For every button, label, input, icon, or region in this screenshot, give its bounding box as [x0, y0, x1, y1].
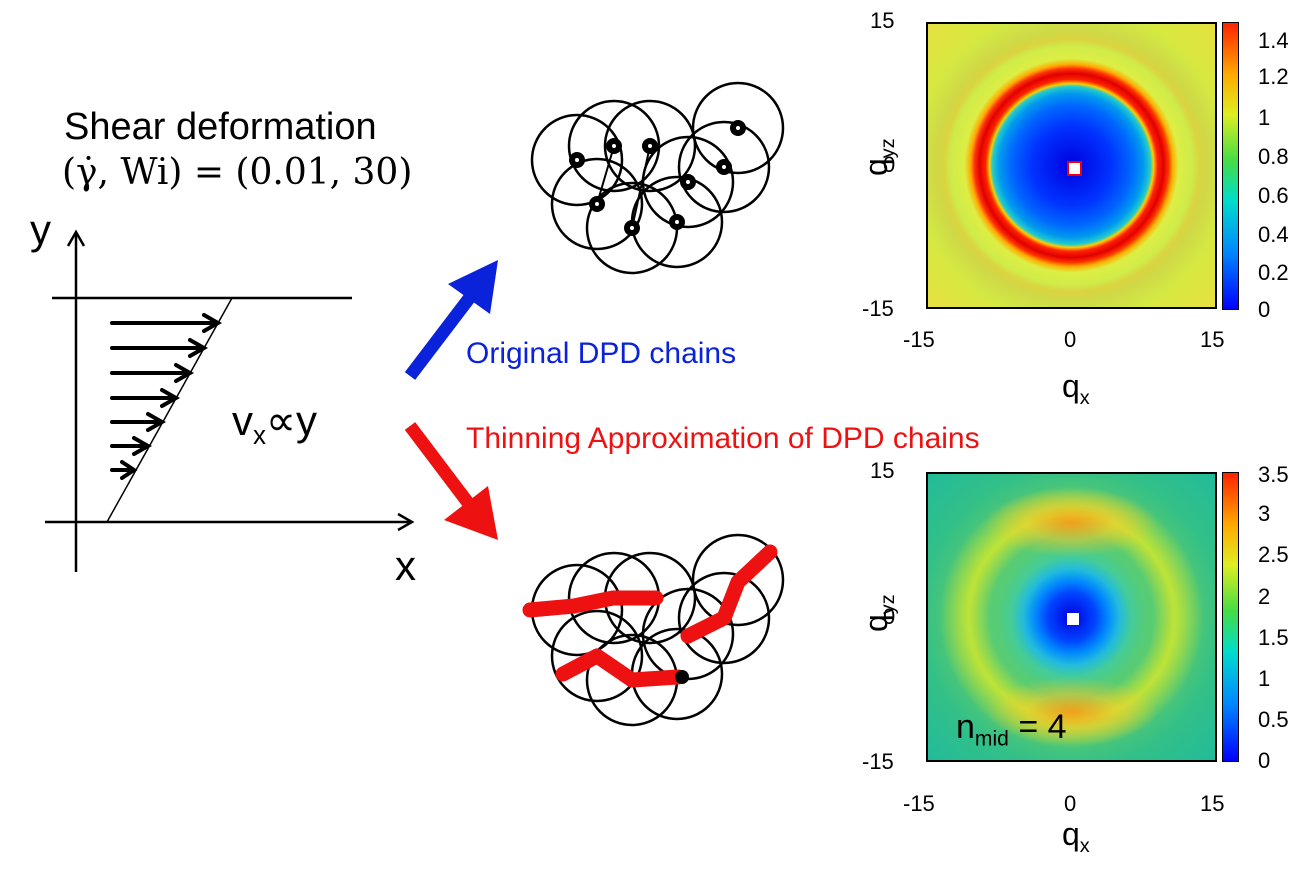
- bottom-y-tick: 15: [870, 458, 895, 483]
- bottom-colorbar-tick: 3.5: [1258, 462, 1289, 487]
- bottom-colorbar-tick: 2: [1258, 584, 1271, 609]
- bottom-colorbar-tick: 0.5: [1258, 707, 1289, 732]
- top-heatmap-center-marker: [1067, 161, 1082, 176]
- bottom-x-tick: 15: [1200, 791, 1225, 816]
- bottom-colorbar: [1222, 472, 1239, 762]
- bottom-x-axis-sub: x: [1079, 834, 1090, 857]
- bottom-colorbar-tick: 2.5: [1258, 542, 1289, 567]
- bottom-x-axis-main: q: [1062, 816, 1080, 852]
- velocity-symbol: v: [232, 397, 253, 444]
- top-x-axis-main: q: [1062, 368, 1080, 404]
- bottom-heatmap-center-marker: [1067, 613, 1079, 625]
- nmid-main: n: [956, 708, 975, 746]
- bottom-x-tick: -15: [903, 791, 935, 816]
- bottom-structure-factor-heatmap: [926, 472, 1217, 762]
- velocity-profile-line: [106, 297, 233, 523]
- original-chain-beads: [530, 81, 785, 275]
- nmid-annotation: nmid = 4: [956, 708, 1067, 751]
- nmid-value: = 4: [1008, 708, 1067, 746]
- bottom-colorbar-tick: 0: [1258, 748, 1271, 773]
- top-colorbar-tick: 0.8: [1258, 144, 1289, 169]
- nmid-sub: mid: [974, 727, 1009, 751]
- top-x-tick: 15: [1200, 327, 1225, 352]
- top-colorbar-tick: 1.4: [1258, 28, 1289, 53]
- top-colorbar-tick: 0.4: [1258, 222, 1289, 247]
- top-y-tick: 0: [883, 152, 896, 177]
- top-x-axis-label: qx: [1062, 368, 1090, 410]
- thinning-approximation-label: Thinning Approximation of DPD chains: [466, 422, 980, 455]
- top-colorbar: [1222, 22, 1239, 310]
- shear-parameters: (γ̇, Wi) = (0.01, 30): [62, 152, 413, 193]
- x-axis-label: x: [395, 542, 416, 589]
- blue-arrow: [404, 260, 498, 380]
- original-chain-centers: [569, 120, 746, 236]
- top-colorbar-tick: 0.6: [1258, 183, 1289, 208]
- bottom-x-tick: 0: [1064, 791, 1077, 816]
- thinned-chain-paths: [522, 544, 778, 688]
- bottom-x-axis-label: qx: [1062, 816, 1090, 858]
- bottom-colorbar-tick: 1.5: [1258, 625, 1289, 650]
- top-colorbar-tick: 1.2: [1258, 64, 1289, 89]
- top-colorbar-tick: 0.2: [1258, 260, 1289, 285]
- top-structure-factor-heatmap: [926, 22, 1217, 309]
- bottom-colorbar-tick: 3: [1258, 501, 1271, 526]
- top-colorbar-tick: 0: [1258, 297, 1271, 322]
- original-dpd-label: Original DPD chains: [466, 337, 737, 370]
- thinned-chain-end-bead: [675, 670, 689, 684]
- top-x-tick: 0: [1064, 327, 1077, 352]
- velocity-proportional: ∝y: [266, 397, 318, 444]
- top-colorbar-tick: 1: [1258, 105, 1271, 130]
- velocity-profile-label: vx∝y: [232, 396, 317, 451]
- top-y-tick: 15: [870, 8, 895, 33]
- top-x-axis-sub: x: [1079, 386, 1090, 409]
- shear-axes: [45, 229, 415, 572]
- red-arrow: [404, 422, 498, 540]
- thinned-chain-beads: [530, 533, 785, 727]
- top-y-tick: -15: [862, 296, 894, 321]
- bottom-y-tick: -15: [862, 749, 894, 774]
- bottom-colorbar-tick: 1: [1258, 666, 1271, 691]
- shear-title: Shear deformation: [64, 106, 377, 148]
- velocity-subscript: x: [253, 420, 267, 451]
- bottom-y-tick: 0: [883, 604, 896, 629]
- top-x-tick: -15: [903, 327, 935, 352]
- y-axis-label: y: [30, 206, 51, 253]
- original-chain-bonds: [596, 145, 651, 229]
- velocity-arrows: [110, 313, 223, 480]
